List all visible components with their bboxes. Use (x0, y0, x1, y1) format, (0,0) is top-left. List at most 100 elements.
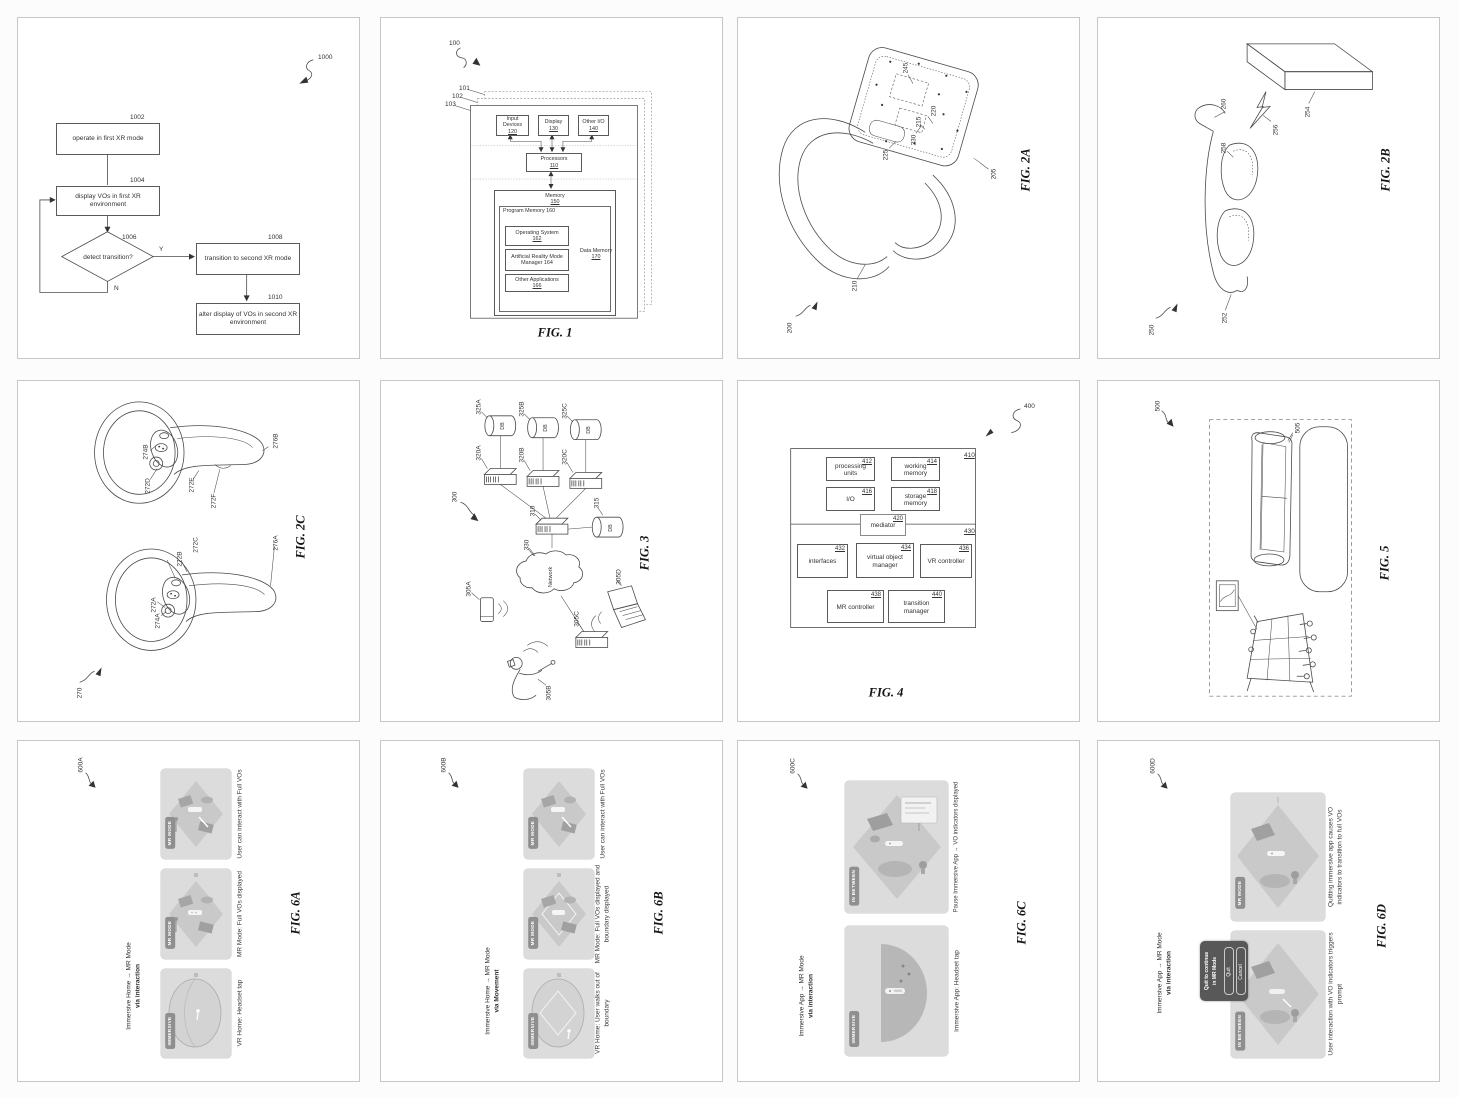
caption-mr-boundary-2: boundary displayed (603, 885, 611, 943)
screenshot-vr-home: IMMERSIVE (161, 969, 231, 1058)
ref-260: 260 (1220, 98, 1228, 110)
caption-f1: FIG. 1 (537, 325, 573, 340)
num-1010: 1010 (268, 294, 283, 301)
mr-room-art (169, 873, 223, 947)
ref-320b: 320B (518, 447, 526, 463)
dialog-title-line2: in MR Mode (1212, 956, 1219, 986)
num-1002: 1002 (130, 114, 145, 121)
ref-325c: 325C (561, 403, 569, 419)
panel-fig6d: 600D Immersive App → MR Mode via interac… (1097, 740, 1440, 1082)
ref-270: 270 (76, 687, 84, 699)
caption-prompt-2: prompt (1336, 983, 1344, 1005)
badge-mr-mode-2: MR MODE (165, 817, 175, 849)
caption-f5: FIG. 5 (1377, 545, 1392, 581)
caption-shot-mr-mode: MR Mode: Full VOs displayed (236, 871, 244, 957)
ref-245: 245 (902, 62, 910, 74)
ref-272c: 272C (192, 537, 200, 553)
ref-215: 215 (915, 116, 923, 128)
box-program-memory-outer (499, 206, 611, 312)
caption-f6d: FIG. 6D (1374, 904, 1389, 948)
mr-room-interact-art (169, 781, 223, 847)
flowchart-lines (39, 59, 314, 302)
caption-f3: FIG. 3 (637, 535, 652, 571)
controllers-drawing (79, 401, 277, 683)
box-ar-mode-manager: Artificial Reality Mode Manager 164 (505, 249, 569, 271)
fig6a-leader (85, 772, 96, 788)
caption-shot-vr-home: VR Home: Headset tap (236, 979, 244, 1047)
ref-252: 252 (1221, 312, 1229, 324)
fig6b-title-line1: Immersive Home → MR Mode (484, 947, 492, 1035)
vr-home-art (168, 973, 222, 1048)
quit-button[interactable]: Quit (1224, 947, 1234, 995)
ref-272b: 272B (176, 551, 184, 567)
ref-274a: 274A (154, 613, 162, 629)
dialog-title-line1: Quit to continue (1204, 951, 1211, 991)
screenshot-in-between: IN BETWEEN (845, 781, 948, 913)
ref-600d: 600D (1149, 758, 1157, 774)
immersive-dome-art (881, 944, 927, 1042)
caption-f6c: FIG. 6C (1014, 901, 1029, 945)
caption-mr-boundary-1: MR Mode: Full VOs displayed and (594, 864, 602, 964)
ref-1000: 1000 (318, 54, 333, 61)
caption-quit-result-1: Quitting immersive app causes VO (1327, 806, 1335, 908)
caption-f4: FIG. 4 (868, 685, 904, 700)
ref-205: 205 (990, 168, 998, 180)
panel-fig2c: 270 274B 272D 272E 272F 276B 272C 272B 2… (17, 380, 360, 722)
ref-200: 200 (786, 322, 794, 334)
ref-410: 410 (964, 452, 975, 459)
badge-in-between-c: IN BETWEEN (849, 866, 859, 906)
num-1006: 1006 (122, 234, 137, 241)
screenshot-interact-b: MR MODE (524, 769, 594, 859)
badge-immersive-c: IMMERSIVE (849, 1011, 859, 1047)
caption-walk-out-2: boundary (603, 999, 611, 1027)
fig6b-title-line2: via Movement (493, 969, 501, 1013)
ref-274b: 274B (142, 444, 150, 460)
ref-272e: 272E (188, 477, 196, 493)
ref-256: 256 (1272, 124, 1280, 136)
prompt-room-art (1237, 943, 1319, 1045)
screenshot-walk-out: IMMERSIVE (524, 969, 594, 1058)
mr-room-boundary-art (532, 873, 586, 947)
ref-272d: 272D (144, 478, 152, 494)
vr-home-boundary-art (531, 973, 585, 1048)
caption-in-between: Pause Immersive App → VO indicators disp… (953, 781, 960, 913)
label-program-memory: Program Memory 160 (503, 208, 556, 214)
in-between-room-art (853, 795, 941, 899)
screenshot-interact: MR MODE (161, 769, 231, 859)
step-display-vos: display VOs in first XR environment (56, 186, 160, 216)
ref-225: 225 (882, 149, 890, 161)
ref-320c: 320C (561, 449, 569, 465)
step-operate-first-xr: operate in first XR mode (56, 123, 160, 155)
ref-600c: 600C (789, 758, 797, 774)
screenshot-immersive-app: IMMERSIVE (845, 926, 948, 1056)
ref-210: 210 (851, 280, 859, 292)
caption-quit-result-2: indicators to transition to full VOs (1336, 809, 1344, 905)
ref-500: 500 (1154, 400, 1162, 412)
fig6c-leader (797, 773, 808, 789)
badge-mr-mode-b: MR MODE (528, 917, 538, 949)
fig6d-title-line2: via interaction (1165, 950, 1173, 996)
hmd-drawing (779, 47, 989, 317)
caption-f2c: FIG. 2C (293, 515, 308, 559)
caption-interact-b: User can interact with Full VOs (599, 769, 607, 859)
cancel-button[interactable]: Cancel (1236, 947, 1246, 995)
ref-102: 102 (452, 93, 463, 100)
db-text-325a: DB (499, 422, 506, 430)
fig6c-title-line2: via interaction (807, 973, 815, 1019)
badge-immersive: IMMERSIVE (165, 1013, 175, 1049)
screenshot-quit-result: MR MODE (1231, 793, 1325, 921)
